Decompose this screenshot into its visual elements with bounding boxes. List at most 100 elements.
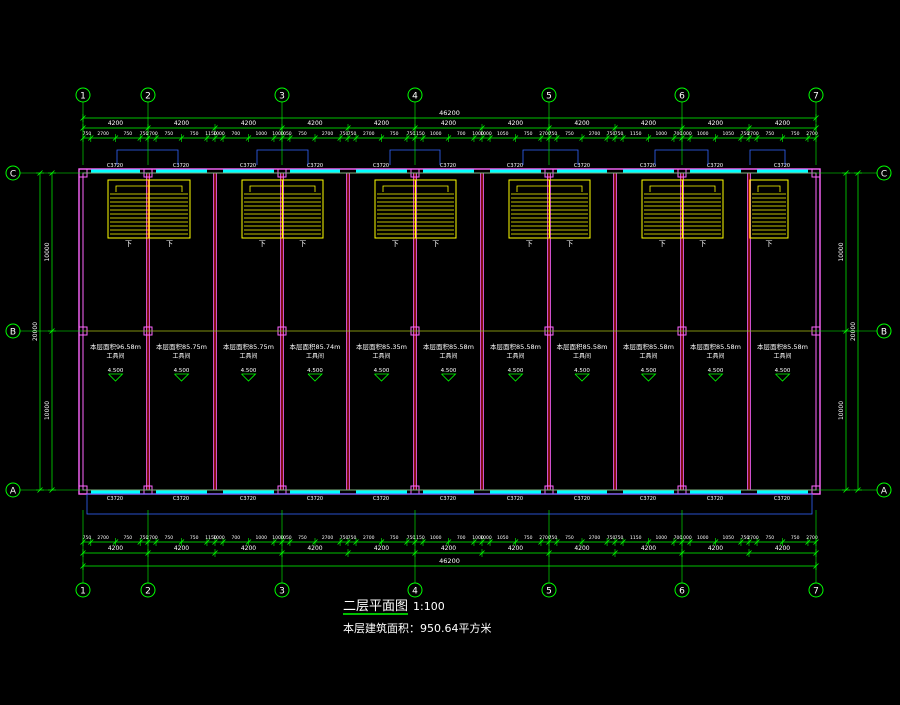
- dim-bottom-detail-slash: [671, 539, 677, 545]
- dim-bottom-bays-label: 4200: [775, 545, 790, 552]
- dim-top-detail-label: 750: [741, 131, 750, 137]
- dim-bottom-detail-label: 750: [190, 535, 199, 541]
- dim-bottom-bays-slash: [612, 550, 618, 556]
- dim-top-detail-slash: [471, 135, 477, 141]
- dim-bottom-detail-label: 1150: [205, 535, 217, 541]
- dim-top-detail-slash: [538, 135, 544, 141]
- dim-left-total-label: 20000: [32, 322, 39, 341]
- dim-top-detail-label: 1000: [272, 131, 284, 137]
- dim-bottom-detail-slash: [687, 539, 693, 545]
- dim-top-detail-label: 750: [607, 131, 616, 137]
- dim-top-bays-label: 4200: [775, 120, 790, 127]
- dim-top-detail-label: 750: [348, 131, 357, 137]
- stair-label: 下: [166, 240, 173, 248]
- dim-bottom-detail-label: 1050: [280, 535, 292, 541]
- dim-bottom-detail-slash: [212, 539, 218, 545]
- canopy-outline: [522, 149, 579, 165]
- dim-top-detail-slash: [746, 135, 752, 141]
- dim-top-detail-label: 750: [407, 131, 416, 137]
- dim-bottom-detail-label: 1000: [256, 535, 268, 541]
- stair-layer: 下下下下下下下下下下下: [107, 179, 789, 248]
- dim-top-detail-slash: [271, 135, 277, 141]
- dim-bottom-detail-slash: [487, 539, 493, 545]
- dim-bottom-detail-slash: [271, 539, 277, 545]
- dim-top-bays-slash: [746, 125, 752, 131]
- dim-top-detail-slash: [687, 135, 693, 141]
- dim-top-detail-slash: [445, 135, 452, 141]
- room-elevation: 4.500: [374, 368, 390, 374]
- dim-bottom-detail-label: 1000: [213, 535, 225, 541]
- dim-top-detail-label: 1150: [205, 131, 217, 137]
- elevation-mark: [374, 373, 390, 382]
- dim-bottom-bays-label: 4200: [641, 545, 656, 552]
- dim-top-detail-label: 2700: [363, 131, 375, 137]
- dim-bottom-detail-label: 2700: [322, 535, 334, 541]
- stair-label: 下: [299, 240, 306, 248]
- dim-top-detail-label: 750: [298, 131, 307, 137]
- dim-top-detail-slash: [212, 135, 218, 141]
- dim-top-detail-slash: [620, 135, 626, 141]
- dim-bottom-bays-label: 4200: [174, 545, 189, 552]
- room-elevation: 4.500: [641, 368, 657, 374]
- window: [757, 169, 808, 173]
- window-tag-top: C3720: [240, 163, 256, 169]
- axis-label-A: A: [10, 487, 17, 497]
- dim-top-bays-slash: [345, 125, 351, 131]
- dim-bottom-detail-label: 1050: [497, 535, 509, 541]
- room-area: 本层面积85.35m: [356, 342, 407, 351]
- window: [223, 490, 274, 494]
- dim-bottom-detail-slash: [153, 539, 159, 545]
- stair-landing: [649, 185, 716, 192]
- stair-label: 下: [259, 240, 266, 248]
- stair-label: 下: [566, 240, 573, 248]
- window-tag-top: C3720: [507, 163, 523, 169]
- axis-label-1: 1: [80, 587, 86, 597]
- window-tag-bottom: C3720: [240, 496, 256, 502]
- room-elevation: 4.500: [108, 368, 124, 374]
- room-area: 本层面积85.58m: [623, 342, 674, 351]
- window-tag-top: C3720: [173, 163, 189, 169]
- window: [423, 490, 474, 494]
- stair-label: 下: [659, 240, 666, 248]
- canopy-outline: [256, 149, 309, 165]
- window: [490, 169, 541, 173]
- dim-right-total-label: 20000: [850, 322, 857, 341]
- room-elevation: 4.500: [441, 368, 457, 374]
- dim-bottom-detail-label: 750: [791, 535, 800, 541]
- axis-label-1: 1: [80, 92, 86, 102]
- dim-bottom-detail-slash: [479, 539, 485, 545]
- dim-bottom-detail-label: 750: [615, 535, 624, 541]
- dim-bottom-total-label: 46200: [439, 557, 460, 565]
- dim-bottom-detail-label: 750: [83, 535, 92, 541]
- dim-bottom-detail-label: 1000: [272, 535, 284, 541]
- window-tag-top: C3720: [707, 163, 723, 169]
- room-area: 本层面积85.75m: [156, 342, 207, 351]
- dim-bottom-detail-label: 2700: [747, 535, 759, 541]
- window: [356, 169, 407, 173]
- room-elevation: 4.500: [174, 368, 190, 374]
- elevation-mark: [641, 373, 657, 382]
- dim-bottom-detail-label: 750: [140, 535, 149, 541]
- stair-label: 下: [392, 240, 399, 248]
- dim-top-detail-label: 700: [457, 131, 466, 137]
- drawing-scale: 1:100: [413, 600, 445, 613]
- room-area: 本层面积85.75m: [223, 342, 274, 351]
- dim-bottom-detail-slash: [178, 539, 185, 545]
- dim-top-detail-label: 1000: [430, 131, 442, 137]
- window: [490, 490, 541, 494]
- room-area: 本层面积85.58m: [490, 342, 541, 351]
- dim-bottom-detail-label: 750: [298, 535, 307, 541]
- window-tag-top: C3720: [307, 163, 323, 169]
- axis-label-2: 2: [145, 92, 151, 102]
- axis-label-5: 5: [546, 587, 552, 597]
- dim-bottom-detail-slash: [404, 539, 410, 545]
- elevation-mark: [574, 373, 590, 382]
- dim-bottom-detail-label: 2700: [97, 535, 109, 541]
- dim-top-detail-label: 1050: [497, 131, 509, 137]
- dim-bottom-bays-label: 4200: [574, 545, 589, 552]
- dim-top-detail-slash: [512, 135, 519, 141]
- stair-label: 下: [432, 240, 439, 248]
- window: [290, 490, 340, 494]
